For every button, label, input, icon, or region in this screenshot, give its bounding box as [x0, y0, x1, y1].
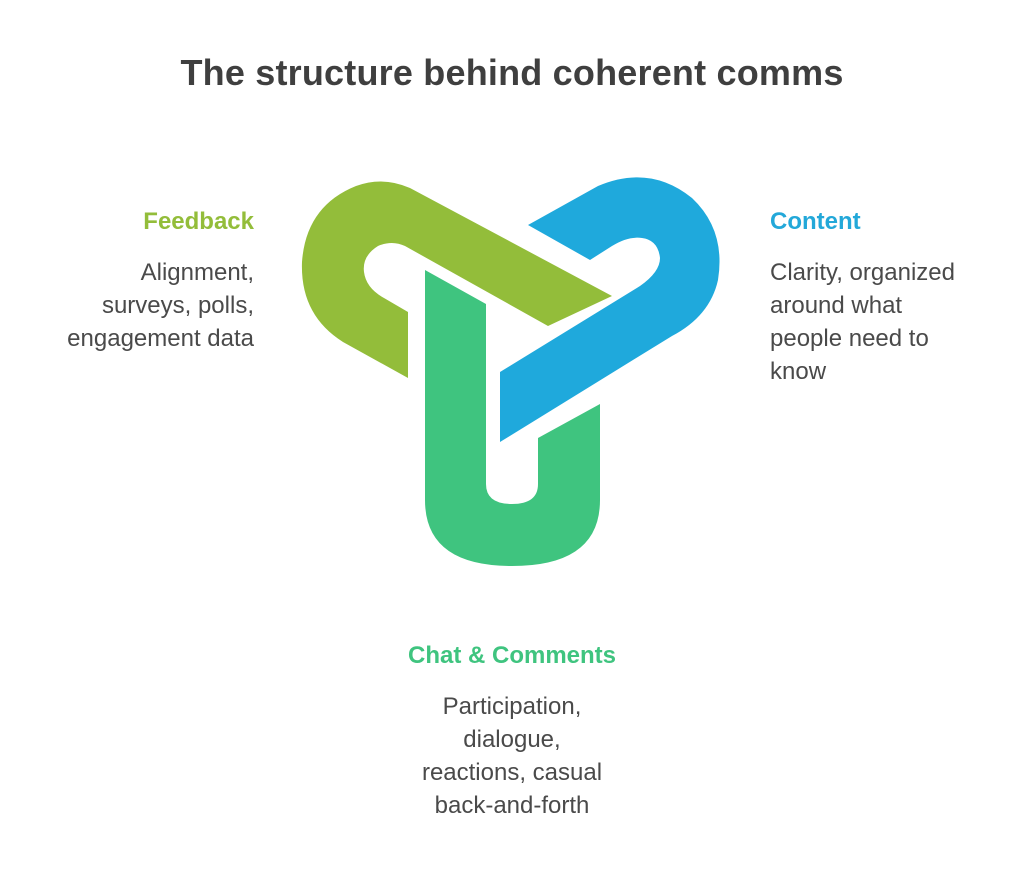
page-title: The structure behind coherent comms: [180, 52, 844, 93]
content-line: Clarity, organized: [770, 259, 955, 286]
feedback-line: surveys, polls,: [101, 292, 254, 319]
feedback-line: Alignment,: [140, 259, 254, 286]
chat-heading: Chat & Comments: [407, 642, 617, 669]
feedback-heading: Feedback: [143, 208, 254, 235]
chat-line: dialogue,: [463, 726, 561, 753]
feedback-loop-shape: [301, 181, 612, 378]
chat-loop-shape: [425, 270, 600, 566]
chat-line: Participation,: [442, 693, 582, 720]
content-line: know: [770, 358, 827, 385]
content-description: Clarity, organized around what people ne…: [770, 256, 1010, 388]
content-loop-shape: [500, 177, 720, 442]
content-line: around what: [770, 292, 903, 319]
content-section: Content Clarity, organized around what p…: [770, 208, 1010, 388]
chat-section: Chat & Comments Participation, dialogue,…: [362, 642, 662, 822]
feedback-section: Feedback Alignment, surveys, polls, enga…: [4, 208, 254, 355]
feedback-description: Alignment, surveys, polls, engagement da…: [4, 256, 254, 355]
chat-line: back-and-forth: [434, 792, 590, 819]
chat-description: Participation, dialogue, reactions, casu…: [362, 690, 662, 822]
content-line: people need to: [770, 325, 929, 352]
chat-line: reactions, casual: [421, 759, 603, 786]
feedback-line: engagement data: [67, 325, 254, 352]
content-heading: Content: [770, 208, 861, 235]
